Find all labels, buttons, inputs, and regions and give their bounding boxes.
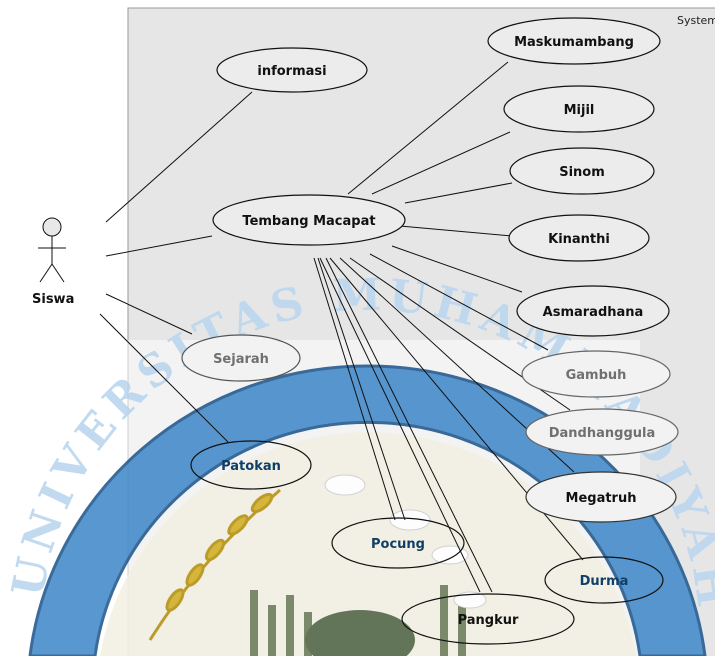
label-tembang-macapat: Tembang Macapat (242, 214, 375, 229)
label-megatruh: Megatruh (566, 491, 637, 506)
label-maskumambang: Maskumambang (514, 35, 634, 50)
use-cases (181, 17, 679, 645)
inc-pangkur-b (325, 257, 493, 593)
use-case-tembang-macapat[interactable] (212, 194, 406, 246)
use-case-informasi[interactable] (216, 47, 368, 93)
actor-label: Siswa (32, 292, 74, 307)
inc-sinom (404, 182, 513, 204)
system-label: System (677, 14, 715, 27)
label-pocung: Pocung (371, 537, 425, 552)
inc-maskumambang (347, 61, 509, 195)
use-case-durma[interactable] (544, 556, 664, 604)
label-sinom: Sinom (559, 165, 605, 180)
use-case-gambuh[interactable] (521, 350, 671, 398)
use-case-kinanthi[interactable] (508, 214, 650, 262)
assoc-patokan (99, 313, 229, 443)
label-durma: Durma (580, 574, 629, 589)
label-patokan: Patokan (221, 459, 281, 474)
actor-head (42, 217, 62, 237)
inc-kinanthi (399, 225, 513, 237)
label-gambuh: Gambuh (566, 368, 627, 383)
assoc-tembang (105, 235, 213, 257)
laurel-left (148, 488, 281, 641)
label-asmaradhana: Asmaradhana (543, 305, 644, 320)
assoc-sejarah (105, 293, 193, 335)
inc-gambuh (369, 253, 549, 351)
label-dandhanggula: Dandhanggula (549, 426, 656, 441)
use-case-patokan[interactable] (190, 440, 312, 490)
use-case-mijil[interactable] (503, 85, 655, 133)
mosque-silhouette (250, 585, 466, 656)
use-case-maskumambang[interactable] (487, 17, 661, 65)
label-pangkur: Pangkur (458, 613, 519, 628)
actor-siswa (38, 217, 66, 283)
use-case-asmaradhana[interactable] (516, 285, 670, 337)
use-case-megatruh[interactable] (525, 471, 677, 523)
use-case-pocung[interactable] (331, 517, 465, 569)
use-case-sejarah[interactable] (181, 334, 301, 382)
inc-pangkur-a (319, 257, 481, 593)
assoc-informasi (105, 91, 253, 223)
use-case-labels: informasi Tembang Macapat Maskumambang M… (213, 35, 655, 628)
sun-rays (324, 474, 487, 609)
inc-pocung-b (317, 257, 406, 521)
inc-mijil (371, 131, 511, 195)
label-sejarah: Sejarah (213, 352, 269, 367)
label-mijil: Mijil (564, 103, 595, 118)
use-case-sinom[interactable] (509, 147, 655, 195)
label-informasi: informasi (257, 64, 326, 79)
inc-asmaradhana (391, 245, 523, 293)
use-case-dandhanggula[interactable] (525, 408, 679, 456)
label-kinanthi: Kinanthi (548, 232, 610, 247)
use-case-pangkur[interactable] (401, 593, 575, 645)
inc-pocung-a (313, 257, 396, 521)
